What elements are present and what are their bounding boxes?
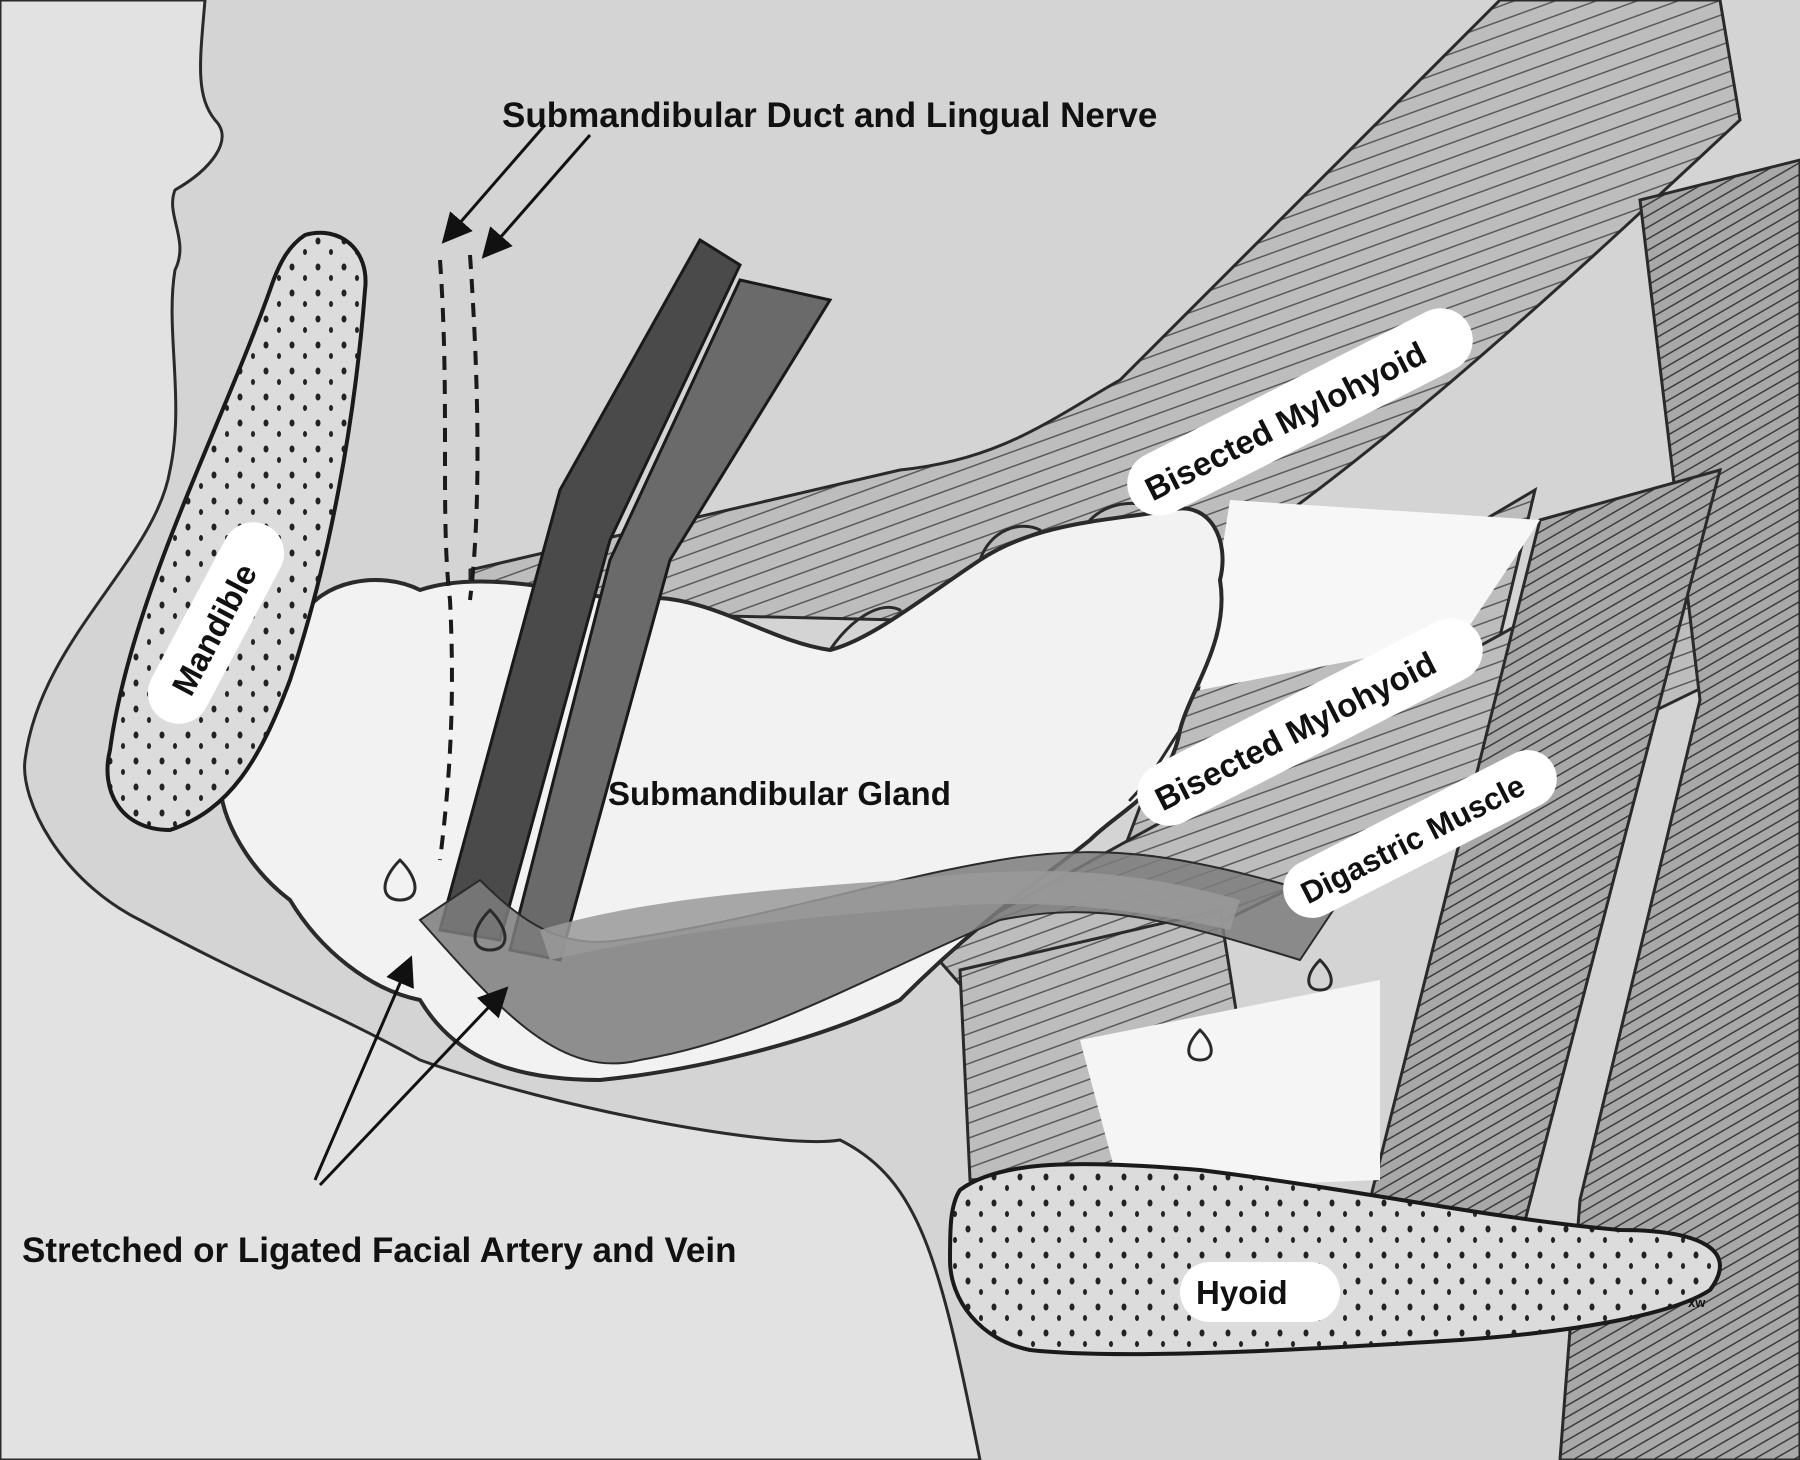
right-strap-muscles (1558, 158, 1800, 1460)
face-profile-skin (0, 0, 982, 1460)
arrow-duct-2 (481, 134, 592, 259)
signature: xw (1688, 1295, 1706, 1310)
label-bg-digastric (1283, 750, 1557, 918)
arrow-vessel-2 (318, 986, 509, 1187)
label-hyoid: Hyoid (1196, 1274, 1288, 1311)
arrow-duct-1 (441, 124, 547, 244)
arrow-vessel-1 (313, 955, 414, 1181)
label-bg-mylohyoid-lower (1137, 618, 1483, 826)
white-gap-lower (1080, 980, 1380, 1190)
label-gland: Submandibular Gland (608, 775, 951, 812)
label-bg-mandible (147, 522, 285, 724)
ligature-knots (383, 858, 1333, 1062)
label-vessels: Stretched or Ligated Facial Artery and V… (22, 1231, 736, 1270)
dashed-duct-line-1 (438, 259, 454, 861)
label-duct-nerve: Submandibular Duct and Lingual Nerve (502, 96, 1157, 135)
facial-vessel-upper (540, 871, 1240, 960)
dashed-nerve-line-2 (468, 254, 480, 601)
white-gap-upper (1200, 500, 1540, 690)
gland-lobule-outline (828, 501, 1182, 802)
label-bg-mylohyoid-upper (1127, 308, 1473, 516)
mylohyoid-upper-muscle (468, 0, 1742, 622)
label-bg-hyoid (1180, 1262, 1340, 1322)
hyoid-bone (947, 1162, 1722, 1357)
